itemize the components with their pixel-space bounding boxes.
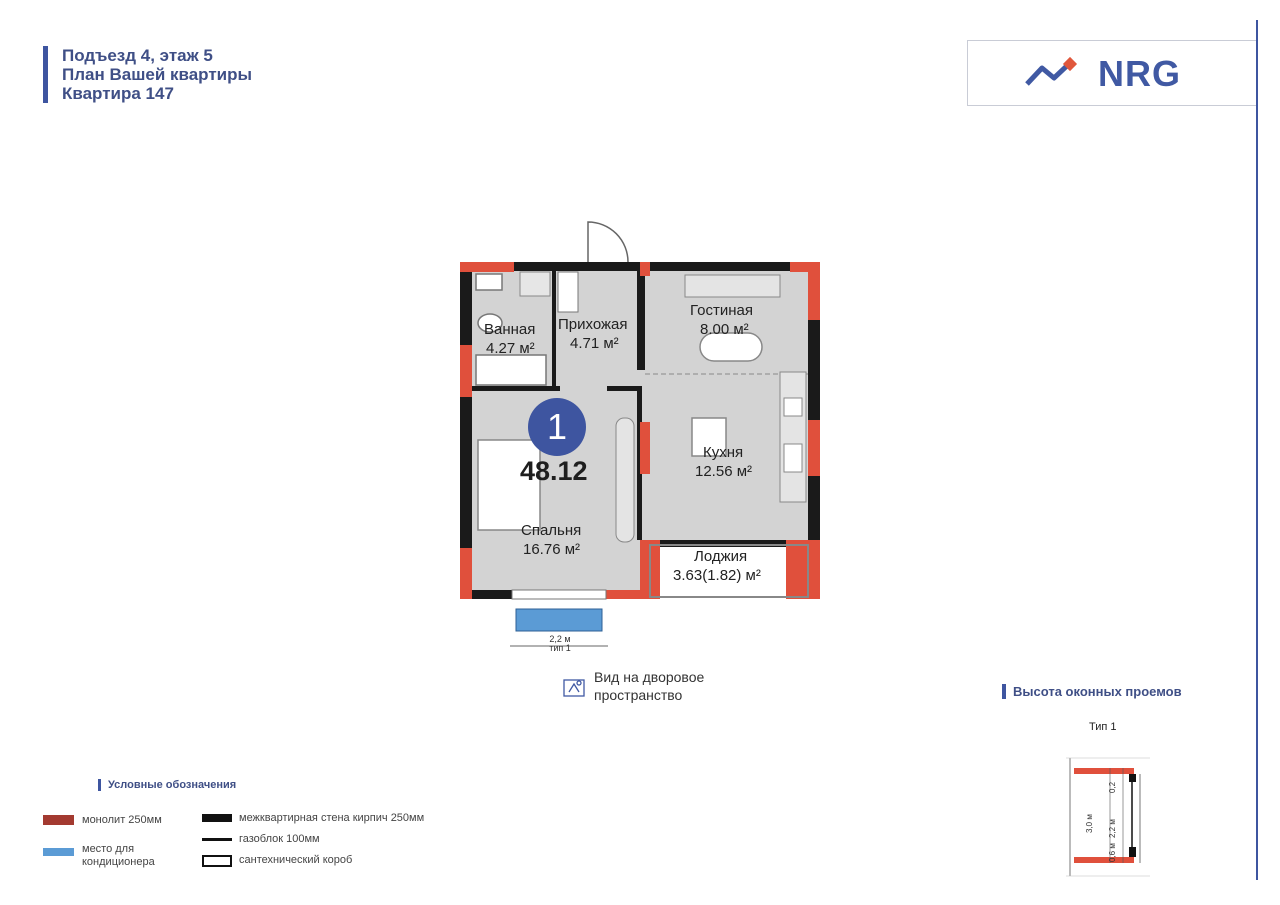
loggia-name: Лоджия	[694, 548, 748, 565]
window-bottom-height: 0,6 м	[1108, 843, 1117, 862]
loggia-area: 3.63(1.82) м²	[673, 567, 761, 584]
view-description: Вид на дворовое пространство	[594, 668, 704, 704]
apartment-number: Квартира 147	[62, 84, 174, 103]
legend-monolith: монолит 250мм	[82, 814, 162, 826]
legend-gasblock-swatch	[202, 838, 232, 841]
interior-walls	[470, 270, 645, 540]
nrg-logo-icon	[1025, 56, 1078, 86]
entrance-floor: Подъезд 4, этаж 5	[62, 46, 213, 65]
rooms-count-badge: 1	[528, 398, 586, 456]
living-name: Гостиная	[690, 302, 753, 319]
entrance-door	[587, 221, 629, 263]
window-top-height: 0,2	[1108, 781, 1117, 793]
legend-brick: межквартирная стена кирпич 250мм	[239, 812, 425, 824]
bath-sink-top	[475, 273, 503, 291]
ac-place	[515, 608, 603, 632]
right-border-line	[1256, 20, 1258, 880]
hall-rack	[557, 271, 579, 313]
bathtub	[475, 354, 547, 386]
total-area: 48.12	[520, 456, 588, 486]
view-line-2: пространство	[594, 687, 683, 703]
legend-plumbing-swatch	[202, 855, 232, 867]
legend-gasblock: газоблок 100мм	[239, 833, 320, 845]
kitchen-area: 12.56 м²	[695, 463, 753, 480]
living-table	[699, 332, 763, 362]
bedroom-name: Спальня	[521, 522, 582, 539]
logo-text: NRG	[1098, 53, 1181, 94]
legend-title: Условные обозначения	[98, 779, 236, 791]
legend-ac: место для кондиционера	[82, 843, 155, 869]
kitchen-sink	[783, 397, 803, 417]
window-heights-title: Высота оконных проемов	[1002, 684, 1182, 699]
window-type-title: Тип 1	[1089, 721, 1117, 733]
kitchen-name: Кухня	[703, 444, 744, 461]
legend-plumbing: сантехнический короб	[239, 854, 353, 866]
window-total-height: 3,0 м	[1085, 814, 1094, 833]
bath-washer	[519, 271, 551, 297]
window-width-label: 2,2 м	[549, 634, 571, 644]
legend-monolith-swatch	[43, 815, 74, 825]
wardrobe	[615, 417, 635, 543]
legend-ac-swatch	[43, 848, 74, 856]
view-line-1: Вид на дворовое	[594, 669, 705, 685]
hallway-name: Прихожая	[558, 316, 628, 333]
logo-box	[967, 40, 1257, 106]
kitchen-counter	[779, 371, 807, 503]
sofa	[684, 274, 781, 298]
window-section-diagram	[1066, 757, 1150, 877]
window-type-label: тип 1	[549, 643, 571, 653]
loggia-floor	[650, 545, 806, 597]
monolith-walls	[460, 262, 820, 599]
living-area: 8.00 м²	[700, 321, 749, 338]
bathroom-name: Ванная	[484, 321, 536, 338]
legend-ac-line2: кондиционера	[82, 856, 155, 868]
bed	[477, 439, 541, 531]
stove	[783, 443, 803, 473]
tree-view-icon	[563, 679, 585, 697]
legend-ac-line1: место для	[82, 843, 135, 855]
loggia-frame	[649, 544, 809, 598]
hallway-area: 4.71 м²	[570, 335, 619, 352]
plan-header: Подъезд 4, этаж 5 План Вашей квартиры Кв…	[43, 46, 252, 103]
plan-title: План Вашей квартиры	[62, 65, 253, 84]
bedroom-window	[511, 589, 607, 600]
bedroom-area: 16.76 м²	[523, 541, 581, 558]
legend-brick-swatch	[202, 814, 232, 822]
dining-table	[691, 417, 727, 457]
bathroom-area: 4.27 м²	[486, 340, 535, 357]
toilet	[477, 313, 503, 333]
window-middle-height: 2,2 м	[1108, 819, 1117, 838]
